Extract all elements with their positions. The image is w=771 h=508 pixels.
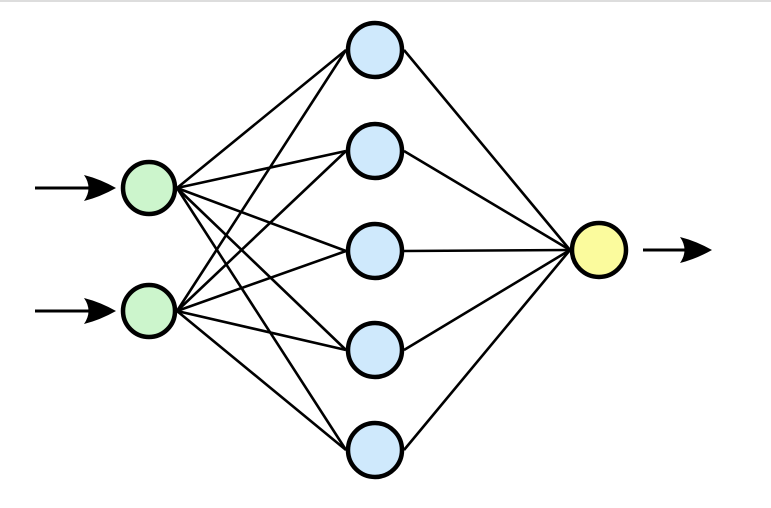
hidden-node-h2 (345, 121, 405, 181)
edge-i1-h4 (176, 187, 347, 351)
edge-i1-h2 (176, 149, 347, 190)
input-node-i1 (120, 159, 178, 217)
output-node-o1 (569, 220, 629, 280)
edge-i2-h2 (176, 150, 347, 312)
edge-i2-h3 (176, 249, 347, 313)
hidden-node-h3 (345, 221, 405, 281)
window-top-edge (0, 0, 771, 2)
hidden-node-h1 (345, 20, 405, 80)
edge-i2-h5 (176, 309, 347, 452)
edge-i2-h1 (175, 49, 348, 312)
edge-h5-o1 (402, 249, 572, 451)
edge-h1-o1 (402, 49, 572, 251)
edge-i1-h1 (176, 48, 347, 190)
edge-i1-h3 (176, 186, 347, 253)
output-arrow-1-head (680, 237, 712, 263)
hidden-node-h4 (345, 320, 405, 380)
edge-i2-h4 (176, 309, 347, 352)
edge-h4-o1 (403, 248, 571, 352)
input-node-i2 (120, 282, 178, 340)
edge-i1-h5 (175, 187, 348, 451)
hidden-node-h5 (345, 420, 405, 480)
edge-h3-o1 (403, 248, 571, 253)
edge-h2-o1 (403, 149, 571, 252)
input-arrow-1-head (84, 175, 116, 201)
input-arrow-2-head (84, 298, 116, 324)
